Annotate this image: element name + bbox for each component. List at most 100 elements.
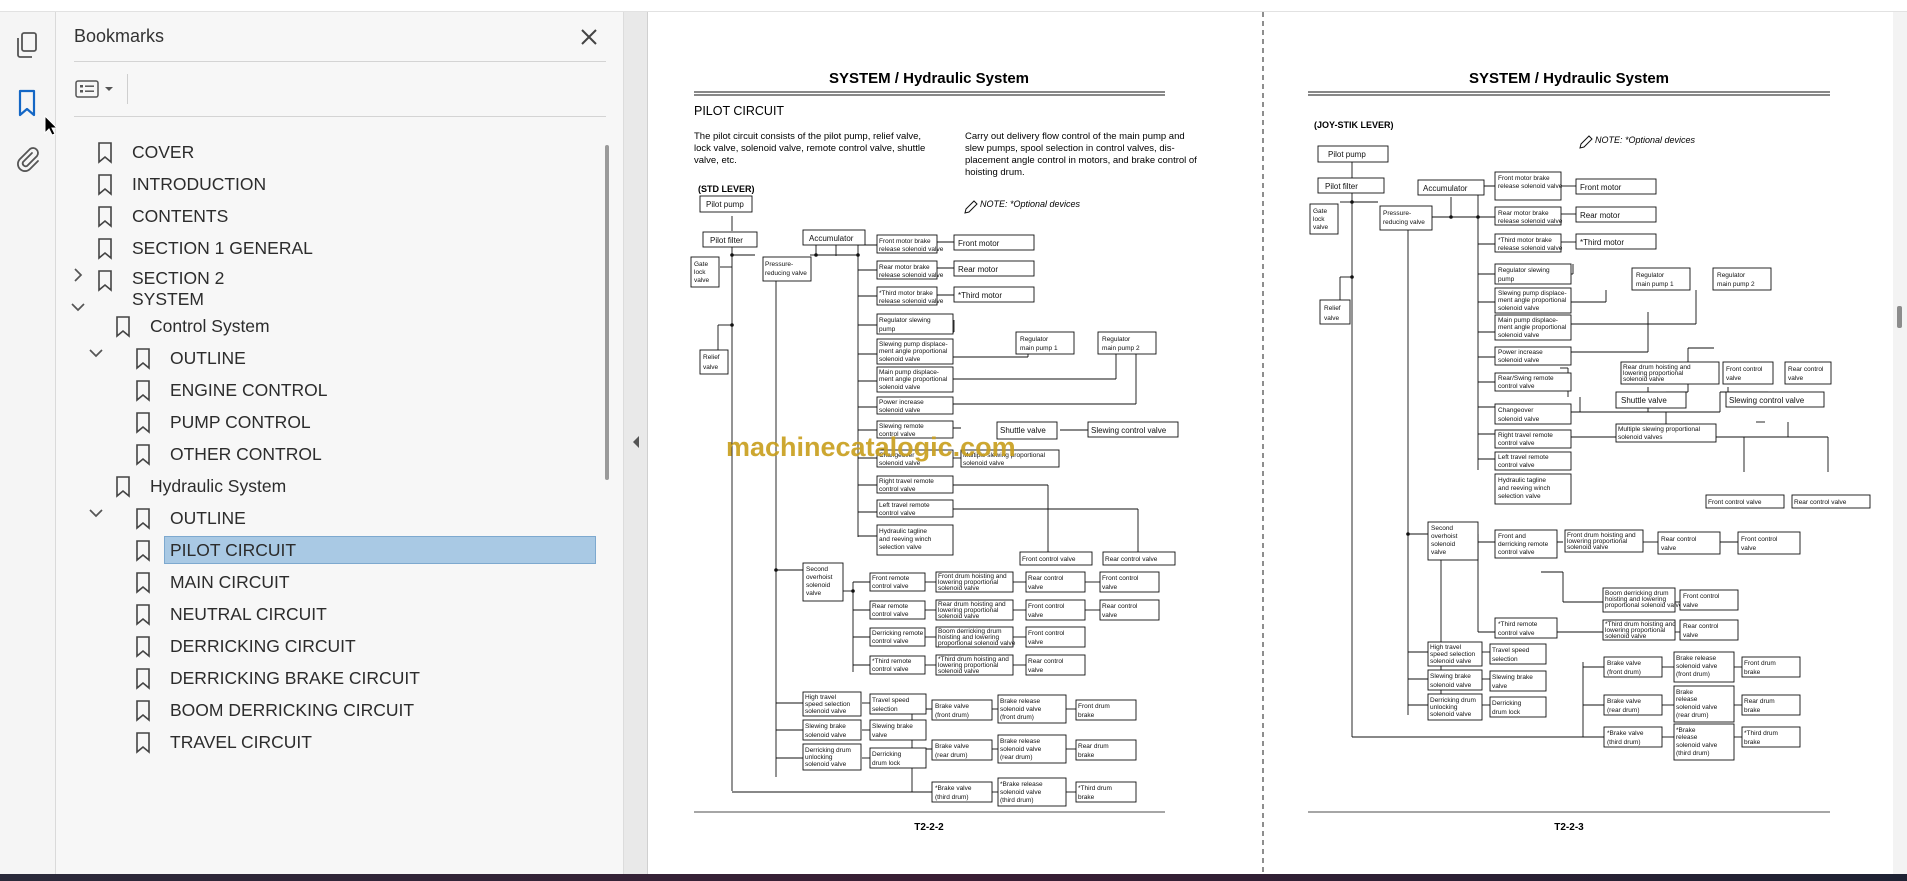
chevron-down-icon[interactable] [88, 345, 104, 361]
svg-text:Slewing brake: Slewing brake [1430, 673, 1471, 680]
bookmark-item-neutral-circuit[interactable]: NEUTRAL CIRCUIT [134, 600, 333, 632]
svg-text:Second: Second [806, 566, 828, 573]
svg-text:solenoid valve: solenoid valve [805, 708, 847, 715]
svg-text:release: release [1676, 696, 1698, 703]
section-title: PILOT CIRCUIT [694, 104, 784, 118]
divider [74, 61, 606, 62]
diagram-label: (JOY-STIK LEVER) [1314, 120, 1394, 130]
bookmark-icon [136, 636, 150, 658]
svg-text:Brake valve: Brake valve [1607, 660, 1641, 667]
bookmark-item-outline[interactable]: OUTLINE [134, 344, 252, 376]
bookmark-item-pilot-circuit[interactable]: PILOT CIRCUIT [134, 536, 596, 568]
svg-text:Accumulator: Accumulator [1423, 184, 1468, 193]
svg-text:control valve: control valve [879, 486, 916, 493]
svg-text:Shuttle valve: Shuttle valve [1000, 426, 1046, 435]
svg-text:proportional solenoid valve: proportional solenoid valve [1605, 602, 1683, 609]
svg-text:Travel speed: Travel speed [1492, 647, 1530, 654]
svg-text:valve: valve [1683, 632, 1699, 639]
svg-text:(rear drum): (rear drum) [1000, 754, 1033, 761]
svg-text:Rear control: Rear control [1028, 575, 1064, 582]
document-pages: SYSTEM / Hydraulic System PILOT CIRCUIT … [648, 12, 1893, 874]
bookmark-options-button[interactable] [74, 76, 120, 102]
bookmark-item-introduction[interactable]: INTRODUCTION [96, 170, 272, 202]
bookmark-item-section1[interactable]: SECTION 1 GENERAL [96, 234, 319, 266]
bookmark-item-derricking-circuit[interactable]: DERRICKING CIRCUIT [134, 632, 362, 664]
bookmark-item-pump-control[interactable]: PUMP CONTROL [134, 408, 317, 440]
svg-text:valve: valve [1683, 602, 1699, 609]
svg-text:Multiple slewing proportional: Multiple slewing proportional [963, 452, 1046, 459]
svg-text:valve: valve [1431, 549, 1447, 556]
svg-text:valve: valve [1788, 375, 1804, 382]
svg-text:speed selection: speed selection [1430, 651, 1476, 658]
pages-icon[interactable] [10, 28, 44, 62]
svg-text:Relief: Relief [703, 354, 720, 361]
svg-text:solenoid valve: solenoid valve [1000, 789, 1042, 796]
svg-text:*Third remote: *Third remote [1498, 621, 1538, 628]
bookmark-item-cover[interactable]: COVER [96, 138, 200, 170]
svg-text:control valve: control valve [872, 666, 909, 673]
svg-text:Main pump displace-: Main pump displace- [879, 369, 939, 376]
bookmark-item-other-control[interactable]: OTHER CONTROL [134, 440, 328, 472]
attachment-icon[interactable] [10, 142, 44, 176]
svg-text:reducing valve: reducing valve [765, 270, 807, 277]
chevron-down-icon[interactable] [88, 505, 104, 521]
svg-text:Left travel remote: Left travel remote [1498, 454, 1549, 461]
svg-text:lowering proportional: lowering proportional [1605, 627, 1666, 634]
svg-text:Rear drum: Rear drum [1078, 743, 1109, 750]
svg-text:brake: brake [1078, 752, 1095, 759]
bookmark-item-contents[interactable]: CONTENTS [96, 202, 234, 234]
bookmark-item-hydraulic-system[interactable]: Hydraulic System [114, 472, 292, 504]
svg-text:Multiple slewing proportional: Multiple slewing proportional [1618, 426, 1701, 433]
bookmark-item-derricking-brake-circuit[interactable]: DERRICKING BRAKE CIRCUIT [134, 664, 426, 696]
document-scrollbar[interactable] [1893, 12, 1907, 874]
svg-text:Regulator: Regulator [1102, 336, 1131, 343]
svg-text:hoisting and lowering: hoisting and lowering [938, 634, 999, 641]
chevron-down-icon[interactable] [70, 299, 86, 315]
svg-text:solenoid valve: solenoid valve [1676, 663, 1718, 670]
svg-text:solenoid valve: solenoid valve [938, 613, 980, 620]
svg-text:Pressure-: Pressure- [1383, 210, 1411, 217]
bookmark-icon [116, 316, 130, 338]
diagram-label: Accumulator [809, 234, 854, 243]
svg-text:Left travel remote: Left travel remote [879, 502, 930, 509]
collapse-panel-icon[interactable] [630, 434, 642, 455]
panel-scrollbar[interactable] [605, 145, 609, 480]
bookmark-item-outline[interactable]: OUTLINE [134, 504, 252, 536]
svg-text:release: release [1676, 734, 1698, 741]
bookmark-item-main-circuit[interactable]: MAIN CIRCUIT [134, 568, 296, 600]
bookmark-icon [136, 668, 150, 690]
svg-text:control valve: control valve [1498, 630, 1535, 637]
svg-text:control valve: control valve [872, 583, 909, 590]
close-icon[interactable] [576, 24, 602, 50]
svg-text:(front drum): (front drum) [1000, 714, 1034, 721]
bookmark-item-travel-circuit[interactable]: TRAVEL CIRCUIT [134, 728, 318, 760]
svg-text:Derricking remote: Derricking remote [872, 630, 924, 637]
svg-text:brake: brake [1744, 739, 1761, 746]
svg-text:Travel speed: Travel speed [872, 697, 910, 704]
svg-text:Slewing remote: Slewing remote [879, 423, 924, 430]
svg-text:Derricking drum: Derricking drum [1430, 697, 1476, 704]
paragraph-line: valve, etc. [694, 155, 737, 166]
svg-text:solenoid valve: solenoid valve [1623, 376, 1665, 383]
bookmark-icon [98, 206, 112, 228]
document-scroll-thumb[interactable] [1897, 306, 1902, 328]
bookmark-icon [136, 700, 150, 722]
bookmark-item-control-system[interactable]: Control System [114, 312, 276, 344]
svg-text:lowering proportional: lowering proportional [938, 579, 999, 586]
svg-text:solenoid valves: solenoid valves [1618, 434, 1663, 441]
chevron-right-icon[interactable] [70, 267, 86, 283]
bookmark-icon[interactable] [10, 86, 44, 120]
svg-text:Front drum: Front drum [1744, 660, 1776, 667]
bookmark-label-line2: SYSTEM [132, 288, 204, 309]
svg-text:Rear control valve: Rear control valve [1105, 556, 1158, 563]
svg-text:Slewing pump displace-: Slewing pump displace- [879, 341, 948, 348]
svg-text:valve: valve [1726, 375, 1742, 382]
divider [74, 116, 606, 117]
svg-text:Regulator: Regulator [1020, 336, 1049, 343]
bookmark-item-engine-control[interactable]: ENGINE CONTROL [134, 376, 334, 408]
svg-text:*Third motor: *Third motor [958, 291, 1002, 300]
svg-text:release solenoid valve: release solenoid valve [879, 272, 944, 279]
bookmark-item-boom-derricking-circuit[interactable]: BOOM DERRICKING CIRCUIT [134, 696, 420, 728]
svg-text:solenoid valve: solenoid valve [1605, 633, 1647, 640]
